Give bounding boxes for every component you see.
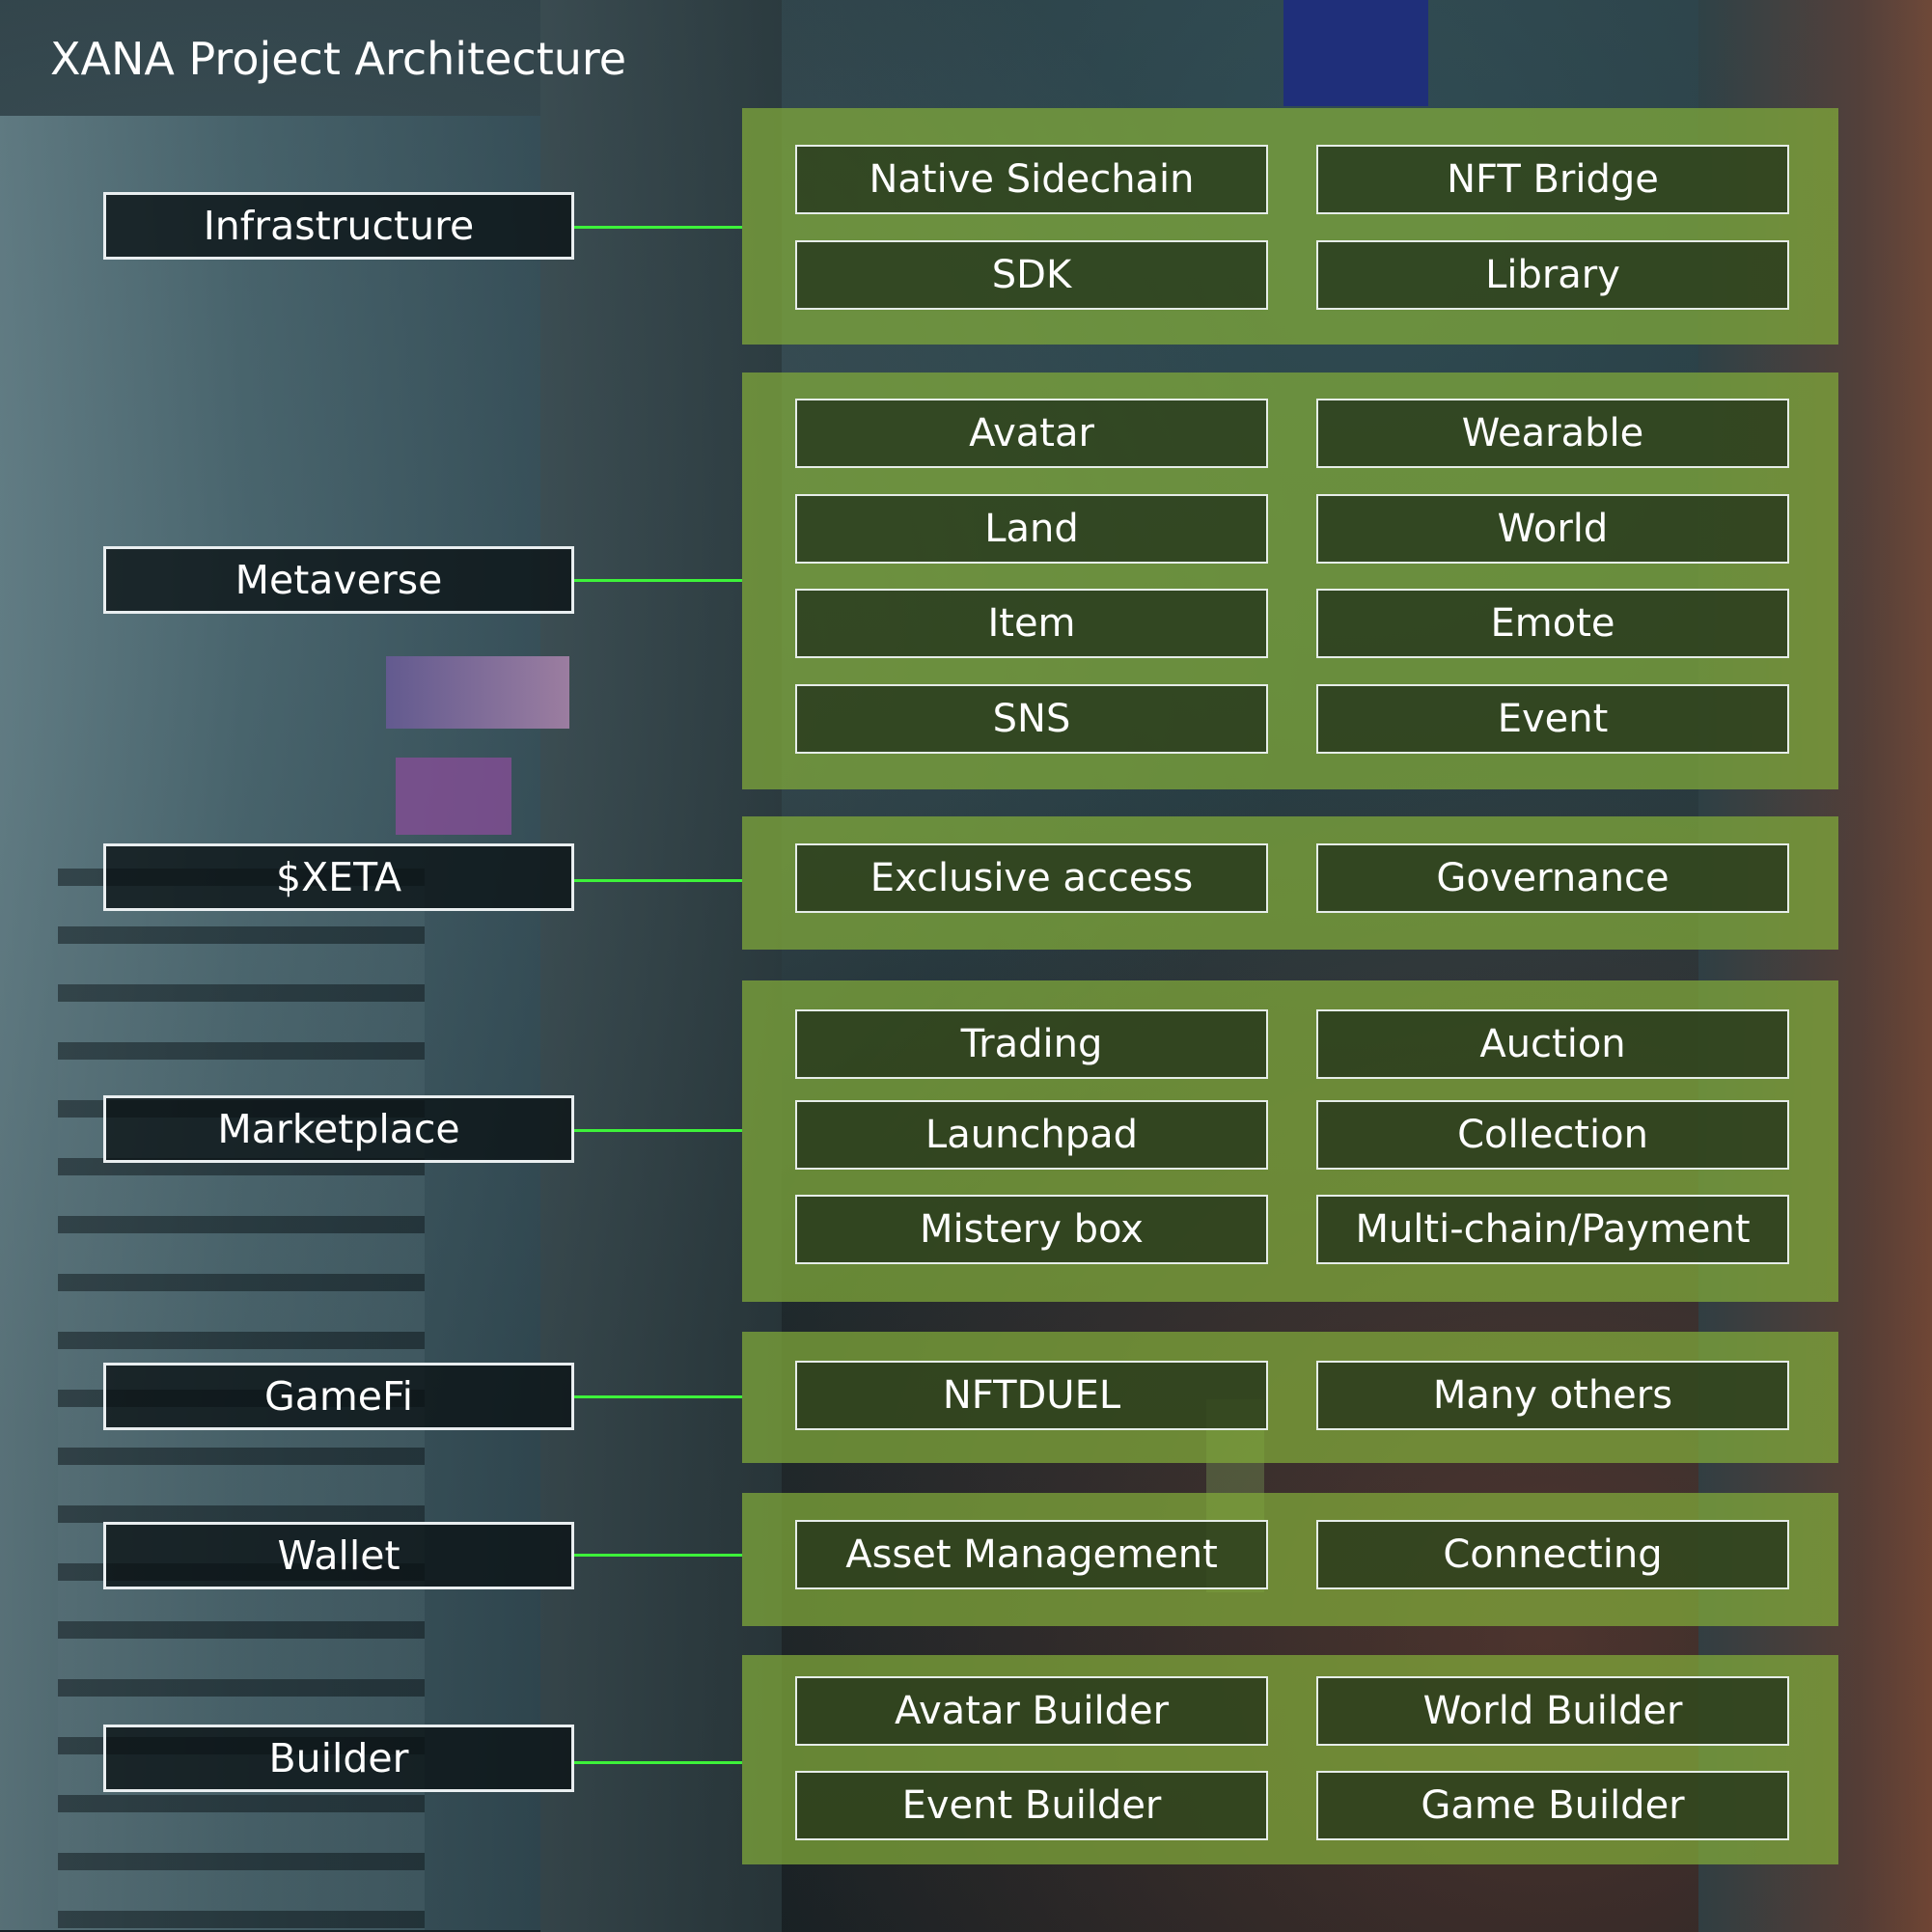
item-multi-chain-payment: Multi-chain/Payment [1316,1195,1789,1264]
item-avatar-builder: Avatar Builder [795,1676,1268,1746]
item-nftduel: NFTDUEL [795,1361,1268,1430]
connector-line [574,1129,742,1132]
item-sdk: SDK [795,240,1268,310]
item-launchpad: Launchpad [795,1100,1268,1170]
item-trading: Trading [795,1009,1268,1079]
item-many-others: Many others [1316,1361,1789,1430]
item-mistery-box: Mistery box [795,1195,1268,1264]
page-title: XANA Project Architecture [50,33,627,85]
category-wallet: Wallet [103,1522,574,1589]
item-world-builder: World Builder [1316,1676,1789,1746]
item-nft-bridge: NFT Bridge [1316,145,1789,214]
item-world: World [1316,494,1789,564]
item-game-builder: Game Builder [1316,1771,1789,1840]
connector-line [574,1395,742,1398]
connector-line [574,579,742,582]
background-sign [1283,0,1428,106]
item-event: Event [1316,684,1789,754]
item-exclusive-access: Exclusive access [795,843,1268,913]
item-asset-management: Asset Management [795,1520,1268,1589]
background-building [540,0,782,1932]
item-connecting: Connecting [1316,1520,1789,1589]
item-avatar: Avatar [795,399,1268,468]
connector-line [574,226,742,229]
category-xeta: $XETA [103,843,574,911]
item-collection: Collection [1316,1100,1789,1170]
category-marketplace: Marketplace [103,1095,574,1163]
category-gamefi: GameFi [103,1363,574,1430]
item-native-sidechain: Native Sidechain [795,145,1268,214]
item-land: Land [795,494,1268,564]
connector-line [574,1554,742,1557]
item-wearable: Wearable [1316,399,1789,468]
item-sns: SNS [795,684,1268,754]
item-auction: Auction [1316,1009,1789,1079]
category-metaverse: Metaverse [103,546,574,614]
item-governance: Governance [1316,843,1789,913]
category-builder: Builder [103,1725,574,1792]
background-sign [386,656,569,729]
item-item: Item [795,589,1268,658]
connector-line [574,1761,742,1764]
category-infrastructure: Infrastructure [103,192,574,260]
background-sign [396,758,511,835]
item-event-builder: Event Builder [795,1771,1268,1840]
item-library: Library [1316,240,1789,310]
item-emote: Emote [1316,589,1789,658]
connector-line [574,879,742,882]
